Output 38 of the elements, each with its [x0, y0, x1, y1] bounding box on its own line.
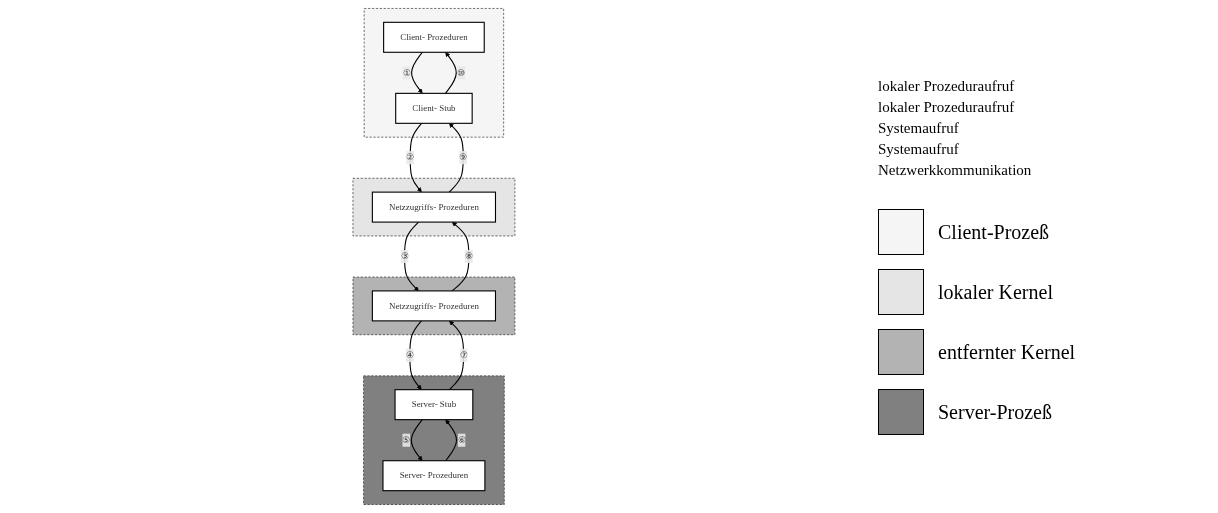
node-box: Server- Prozeduren [382, 460, 486, 492]
edge-label: ⑤ [402, 435, 411, 445]
edge-label: ⑩ [457, 67, 466, 78]
arrow [409, 320, 423, 390]
edge-label: ② [406, 152, 415, 163]
arrow [445, 52, 457, 94]
edge-label: ① [402, 67, 411, 78]
edge-label: ④ [406, 350, 414, 360]
arrow [409, 122, 423, 193]
cluster [352, 276, 516, 336]
node-box: Netzzugriffs- Prozeduren [371, 191, 497, 223]
cluster [363, 375, 505, 505]
legend-label: Client-Prozeß [938, 220, 1050, 244]
arrow [445, 419, 458, 462]
note-text: Systemaufruf [878, 120, 960, 137]
cluster [352, 177, 516, 237]
arrow [448, 123, 464, 193]
edge-label: ⑨ [459, 152, 468, 163]
edge-label: ③ [400, 251, 409, 261]
note-text: lokaler Prozeduraufruf [878, 99, 1016, 116]
arrow [451, 221, 470, 292]
legend-label: lokaler Kernel [938, 280, 1053, 304]
arrow [411, 51, 423, 94]
edge-label: ⑦ [459, 350, 468, 360]
legend-label: entfernter Kernel [938, 340, 1076, 364]
arrow [410, 419, 423, 461]
cluster [364, 8, 504, 138]
note-text: Systemaufruf [878, 141, 960, 158]
edge-label: ⑧ [465, 251, 473, 261]
node-box: Netzzugriffs- Prozeduren [371, 290, 497, 322]
note-text: Netzwerkkommunikation [878, 162, 1033, 179]
legend-label: Server-Prozeß [938, 400, 1052, 424]
node-box: Client- Prozeduren [383, 21, 485, 53]
arrow [448, 320, 465, 391]
node-box: Server- Stub [394, 389, 474, 421]
node-box: Client- Stub [395, 92, 473, 124]
note-text: lokaler Prozeduraufruf [878, 78, 1016, 95]
edge-label: ⑥ [457, 435, 466, 445]
